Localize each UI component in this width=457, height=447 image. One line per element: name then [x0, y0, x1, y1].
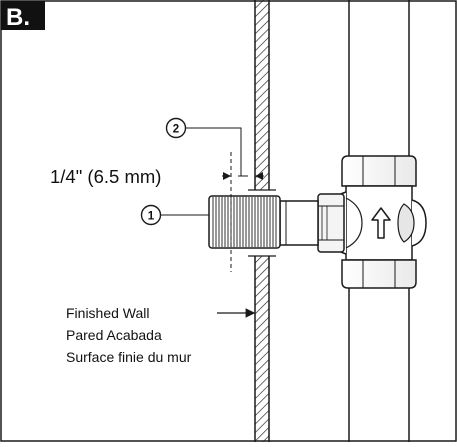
panel-label: B.: [6, 4, 30, 31]
callout-2-number: 2: [173, 124, 179, 136]
callout-1: 1: [140, 204, 209, 226]
wall-label: Finished Wall Pared Acabada Surface fini…: [66, 305, 192, 365]
wall-label-spanish: Pared Acabada: [66, 327, 162, 343]
panel-label-box: [1, 1, 45, 30]
callout-2: 2: [165, 117, 242, 176]
threaded-stub: [208, 195, 281, 249]
wall-label-french: Surface finie du mur: [66, 349, 192, 365]
wall-label-english: Finished Wall: [66, 305, 150, 321]
callout-1-number: 1: [148, 211, 155, 223]
vertical-pipe: [348, 0, 410, 442]
stub-hex-nut: [317, 193, 345, 253]
flow-direction-arrow-icon: [371, 207, 391, 239]
dimension-text: 1/4" (6.5 mm): [50, 166, 161, 187]
